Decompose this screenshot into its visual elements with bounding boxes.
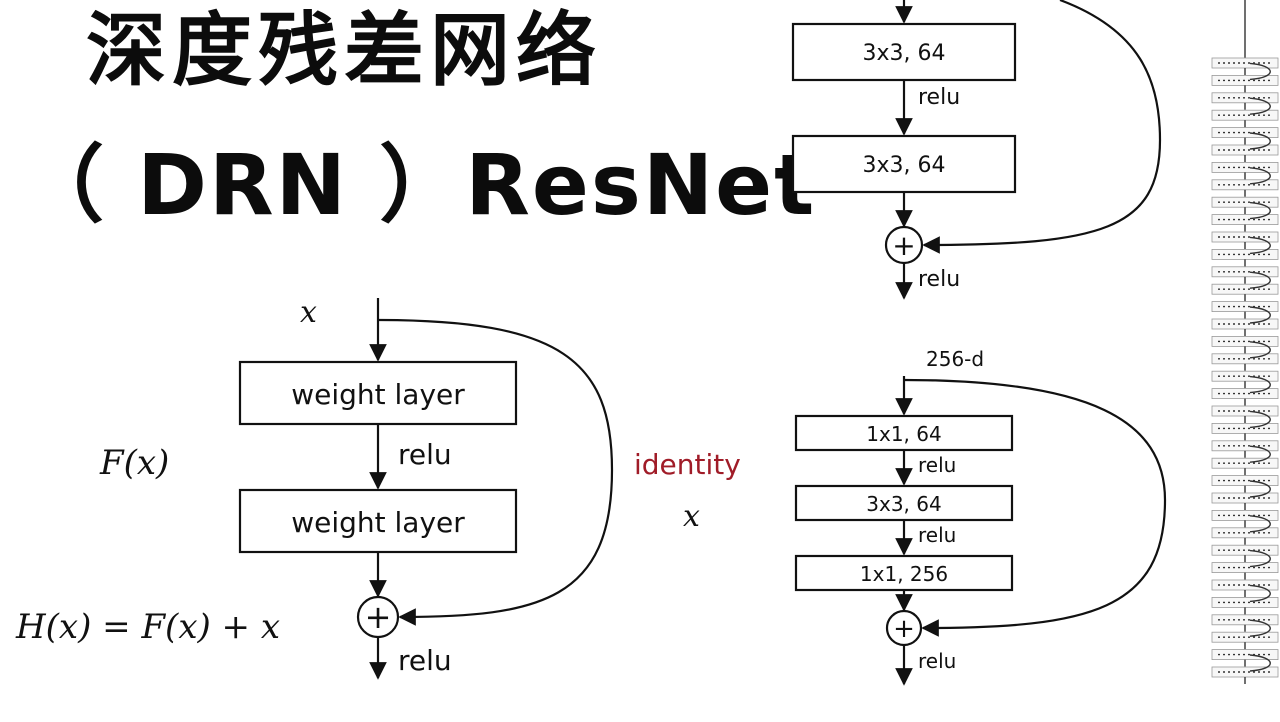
conv-3x3-64-bottleneck-layer [794, 484, 1014, 522]
strip-shortcut [1249, 375, 1271, 394]
strip-shortcut [1249, 654, 1271, 672]
strip-shortcut [1249, 341, 1271, 359]
strip-shortcut [1249, 480, 1271, 498]
identity-label: identity [634, 448, 741, 481]
conv-3x3-64-label-1: 3x3, 64 [863, 41, 946, 66]
bottleneck-relu-label-3: relu [918, 649, 956, 673]
conv-3x3-64-layer-2 [791, 134, 1017, 194]
strip-shortcut [1249, 515, 1271, 533]
input-x-label: x [300, 295, 317, 330]
conv-1x1-64-label: 1x1, 64 [866, 422, 941, 446]
deep-network-strip [1211, 0, 1279, 684]
strip-shortcut [1249, 410, 1271, 429]
conv-3x3-64-label-2: 3x3, 64 [863, 153, 946, 178]
top-shortcut-arrow [922, 0, 1162, 254]
strip-shortcut [1249, 445, 1271, 463]
conv-1x1-256-label: 1x1, 256 [860, 562, 948, 586]
bottleneck-add-plus-icon: + [893, 614, 915, 644]
strip-shortcut [1249, 132, 1271, 150]
residual-function-label: F(x) [99, 443, 169, 483]
strip-shortcut [1249, 97, 1271, 115]
title-chinese: 深度残差网络 [86, 4, 602, 97]
output-equation: H(x) = F(x) + x [15, 607, 280, 647]
top-relu-label-2: relu [918, 267, 960, 292]
weight-layer-2-label: weight layer [291, 506, 465, 539]
strip-shortcut [1249, 62, 1271, 81]
identity-shortcut-arrow [377, 318, 614, 626]
strip-shortcut [1249, 201, 1271, 220]
conv-3x3-64-layer-1 [791, 22, 1017, 82]
basic-block-3x3: 3x3, 64 relu 3x3, 64 + relu [791, 0, 1162, 300]
relu-label-2: relu [398, 644, 452, 677]
basic-residual-block: x weight layer relu F(x) weight layer + … [15, 295, 741, 680]
weight-layer-1-label: weight layer [291, 378, 465, 411]
strip-shortcut [1249, 236, 1271, 255]
bottleneck-input-label: 256-d [926, 347, 984, 371]
add-node-plus-icon: + [365, 598, 392, 636]
bottleneck-shortcut-arrow [903, 378, 1167, 637]
top-add-plus-icon: + [892, 229, 915, 262]
strip-shortcut [1249, 271, 1271, 289]
bottleneck-block: 256-d 1x1, 64 relu 3x3, 64 relu 1x1, 256… [794, 347, 1167, 686]
title-english: （ DRN ）ResNet [20, 136, 817, 234]
strip-shortcut [1249, 306, 1271, 324]
top-relu-label-1: relu [918, 85, 960, 110]
relu-label-1: relu [398, 438, 452, 471]
shortcut-x-label: x [683, 499, 700, 534]
strip-shortcut [1249, 549, 1271, 568]
strip-shortcut [1249, 584, 1271, 603]
strip-shortcut [1249, 167, 1271, 185]
strip-shortcut [1249, 619, 1271, 637]
bottleneck-relu-label-2: relu [918, 523, 956, 547]
conv-3x3-64-bottleneck-label: 3x3, 64 [866, 492, 941, 516]
conv-1x1-256-layer [794, 554, 1014, 592]
bottleneck-relu-label-1: relu [918, 453, 956, 477]
